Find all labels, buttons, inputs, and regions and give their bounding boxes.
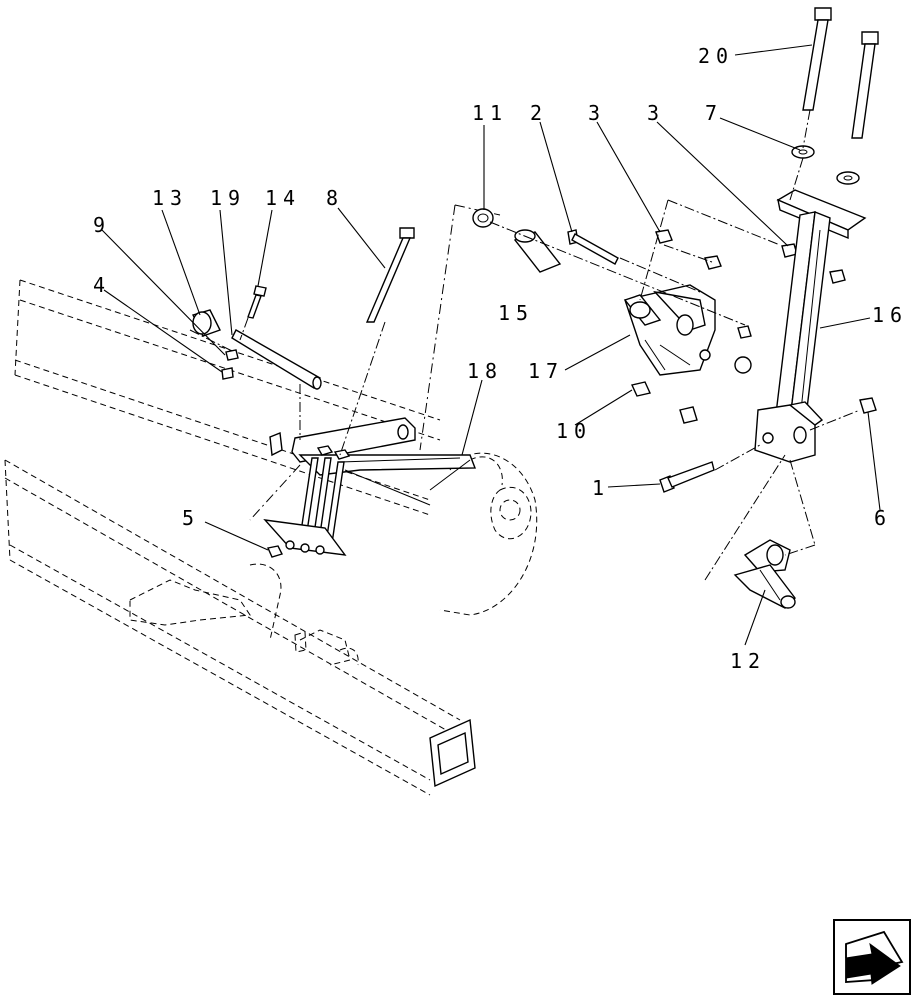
cotter-9-washer-4	[221, 349, 239, 380]
callout-14: 14	[265, 186, 301, 210]
callout-labels: 20 11 2 3 3 7 13 19 14 8 9 4 15 16 17 18…	[93, 44, 908, 673]
callout-9: 9	[93, 213, 111, 237]
centerlines	[189, 109, 861, 581]
callout-3a: 3	[588, 101, 606, 125]
callout-6: 6	[874, 506, 892, 530]
bolts-20	[802, 7, 879, 139]
callout-3b: 3	[647, 101, 665, 125]
spacer-11	[472, 208, 494, 228]
bracket-17	[623, 284, 716, 376]
bolt-1	[659, 461, 715, 493]
bushing-13	[192, 309, 221, 337]
back-arrow-icon	[845, 930, 904, 985]
bracket-12	[733, 539, 796, 609]
callout-12: 12	[730, 649, 766, 673]
nut-10	[631, 381, 698, 424]
nut-6	[859, 397, 877, 414]
callout-16: 16	[872, 303, 908, 327]
callout-8: 8	[326, 186, 344, 210]
callout-1: 1	[592, 476, 610, 500]
callout-17: 17	[528, 359, 564, 383]
callout-11: 11	[472, 101, 508, 125]
leader-lines	[101, 44, 881, 646]
callout-4: 4	[93, 273, 111, 297]
callout-19: 19	[210, 186, 246, 210]
callout-5: 5	[182, 506, 200, 530]
callout-2: 2	[530, 101, 548, 125]
nuts-3	[655, 229, 846, 339]
callout-20: 20	[698, 44, 734, 68]
callout-15: 15	[498, 301, 534, 325]
nut-5	[267, 545, 283, 558]
back-arrow-button[interactable]	[833, 919, 911, 995]
callout-18: 18	[467, 359, 503, 383]
sleeve-15	[513, 229, 562, 273]
washers-7	[791, 145, 860, 185]
phantom-frame	[4, 204, 538, 796]
post-16	[754, 189, 867, 463]
callout-13: 13	[152, 186, 188, 210]
pin-19	[231, 329, 322, 390]
bolt-14	[247, 285, 267, 319]
bracket-assembly-18	[263, 417, 477, 556]
bushing-small	[734, 356, 752, 374]
bolt-2	[567, 229, 619, 265]
bolt-8	[365, 227, 415, 323]
callout-10: 10	[556, 419, 592, 443]
callout-7: 7	[705, 101, 723, 125]
